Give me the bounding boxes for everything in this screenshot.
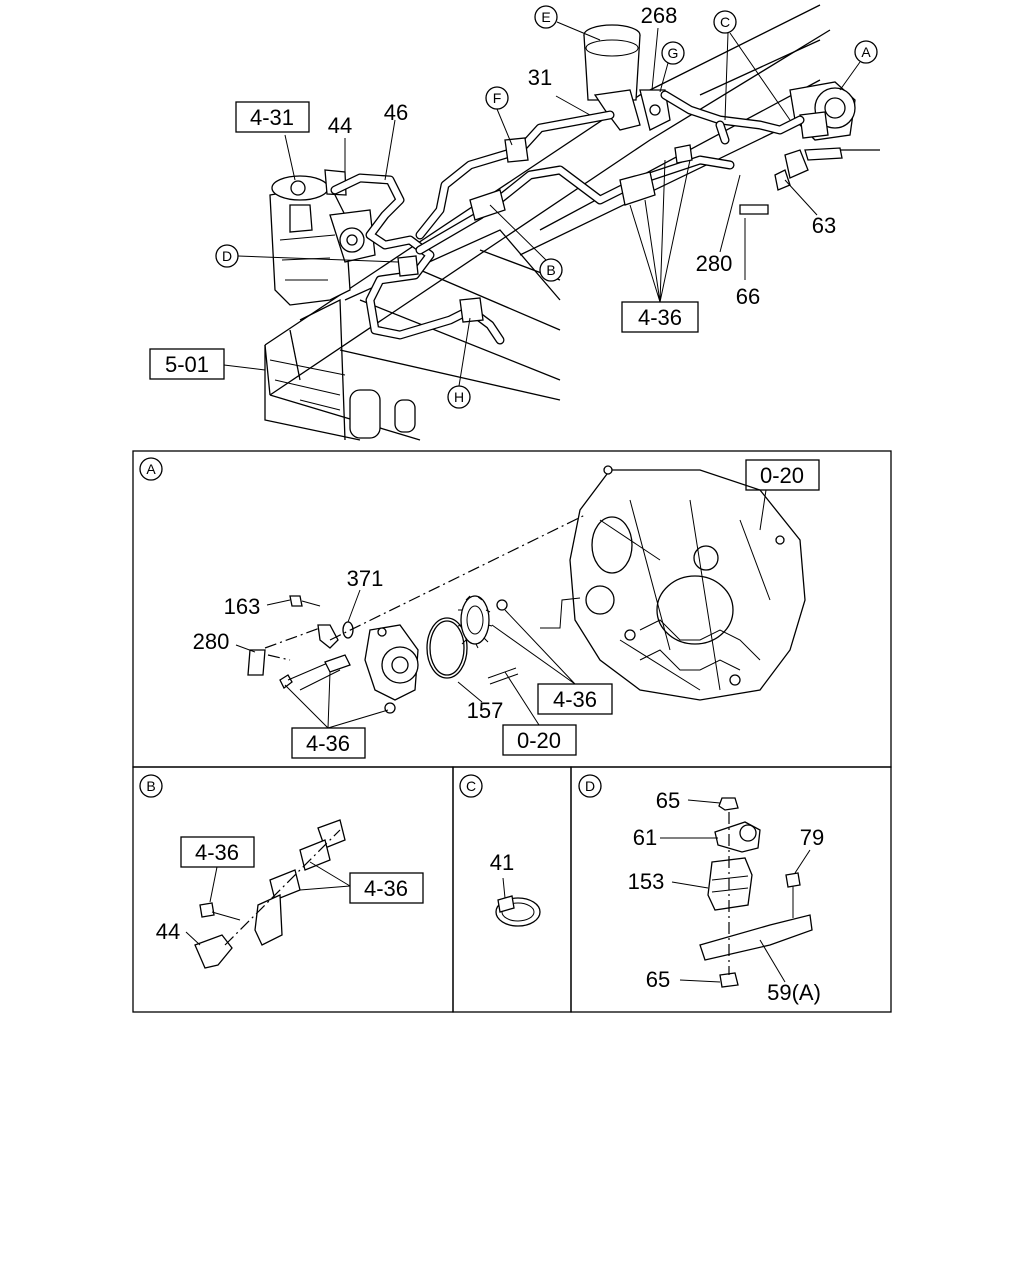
panel-C: C 41: [452, 766, 572, 1013]
hose-clamp: [495, 895, 541, 927]
bolt-79: [785, 872, 801, 888]
callout-E: E: [534, 5, 558, 29]
part-number: 59(A): [767, 980, 821, 1005]
panel-A-badge: A: [139, 457, 163, 481]
part-number: 65: [646, 967, 670, 992]
callout-letter: C: [720, 14, 730, 30]
callout-B: B: [539, 258, 563, 282]
part-number: 280: [193, 629, 230, 654]
bracket-59: [699, 914, 813, 961]
callout-A: A: [854, 40, 878, 64]
callout-letter: F: [493, 90, 502, 106]
part-number: 371: [347, 566, 384, 591]
ref-box-4-36: 4-36: [621, 301, 699, 333]
power-steering-reservoir: [583, 24, 671, 131]
callout-D: D: [215, 244, 239, 268]
ref-box-4-36-b-right: 4-36: [349, 872, 424, 904]
part-number: 153: [628, 869, 665, 894]
nut-65-bottom: [719, 972, 739, 988]
callout-letter: H: [454, 389, 464, 405]
ref-box-4-36-left: 4-36: [291, 727, 366, 759]
panel-D-badge: D: [578, 774, 602, 798]
ref-box-label: 4-36: [364, 876, 408, 901]
o-ring-inner: [429, 620, 465, 676]
callout-G: G: [661, 41, 685, 65]
callout-letter: G: [668, 45, 679, 61]
rubber-mount-153: [707, 857, 753, 911]
flywheel-housing: [569, 465, 806, 701]
vacuum-pump: [364, 624, 419, 714]
ref-box-0-20-bottom: 0-20: [502, 724, 577, 756]
part-number: 66: [736, 284, 760, 309]
callout-letter: A: [861, 44, 871, 60]
callout-letter: E: [541, 9, 550, 25]
panel-D: D 65 61 79 153 65 59(A): [570, 766, 892, 1013]
part-number: 65: [656, 788, 680, 813]
ref-box-4-36-right: 4-36: [537, 683, 613, 715]
fitting-44: [194, 934, 233, 969]
ref-box-label: 4-36: [306, 731, 350, 756]
ref-box-label: 4-31: [250, 105, 294, 130]
panel-B-badge: B: [139, 774, 163, 798]
panel-letter: C: [466, 778, 476, 794]
ref-box-label: 0-20: [517, 728, 561, 753]
elbow-371: [317, 624, 339, 649]
part-number: 44: [328, 113, 352, 138]
part-number: 157: [467, 698, 504, 723]
nut-65-top: [718, 797, 739, 811]
part-number: 44: [156, 919, 180, 944]
ref-box-5-01: 5-01: [149, 348, 225, 380]
part-number: 63: [812, 213, 836, 238]
ref-box-label: 4-36: [638, 305, 682, 330]
ref-box-4-36-b-top: 4-36: [180, 836, 255, 868]
hose-280: [247, 649, 266, 676]
leader-lines: [223, 21, 861, 387]
ref-box-label: 4-36: [553, 687, 597, 712]
pump-assembly: [789, 81, 856, 141]
pipes: [330, 90, 843, 345]
callout-C: C: [713, 10, 737, 34]
part-number: 46: [384, 100, 408, 125]
panel-C-badge: C: [459, 774, 483, 798]
part-number: 280: [696, 251, 733, 276]
ref-box-4-31: 4-31: [235, 101, 310, 133]
panel-letter: A: [146, 461, 156, 477]
bolt-163: [289, 595, 303, 607]
gear: [457, 595, 508, 649]
callout-letter: D: [222, 248, 232, 264]
panel-letter: B: [146, 778, 155, 794]
ref-box-label: 5-01: [165, 352, 209, 377]
ref-box-label: 0-20: [760, 463, 804, 488]
panel-B: B 4-36 4-36 44: [132, 766, 454, 1013]
part-number: 163: [224, 594, 261, 619]
callout-letter: B: [546, 262, 555, 278]
part-number: 79: [800, 825, 824, 850]
main-view: 4-31 4-36 5-01 E G C A F: [149, 3, 880, 441]
steering-gear-box: [269, 169, 376, 306]
part-number: 268: [641, 3, 678, 28]
panel-A: A: [132, 450, 892, 768]
callout-H: H: [447, 385, 471, 409]
panel-letter: D: [585, 778, 595, 794]
ref-box-label: 4-36: [195, 840, 239, 865]
part-number: 41: [490, 850, 514, 875]
callout-F: F: [485, 86, 509, 110]
part-number: 61: [633, 825, 657, 850]
part-number: 31: [528, 65, 552, 90]
bracket: [254, 894, 283, 946]
ref-box-0-20-top: 0-20: [745, 459, 820, 491]
